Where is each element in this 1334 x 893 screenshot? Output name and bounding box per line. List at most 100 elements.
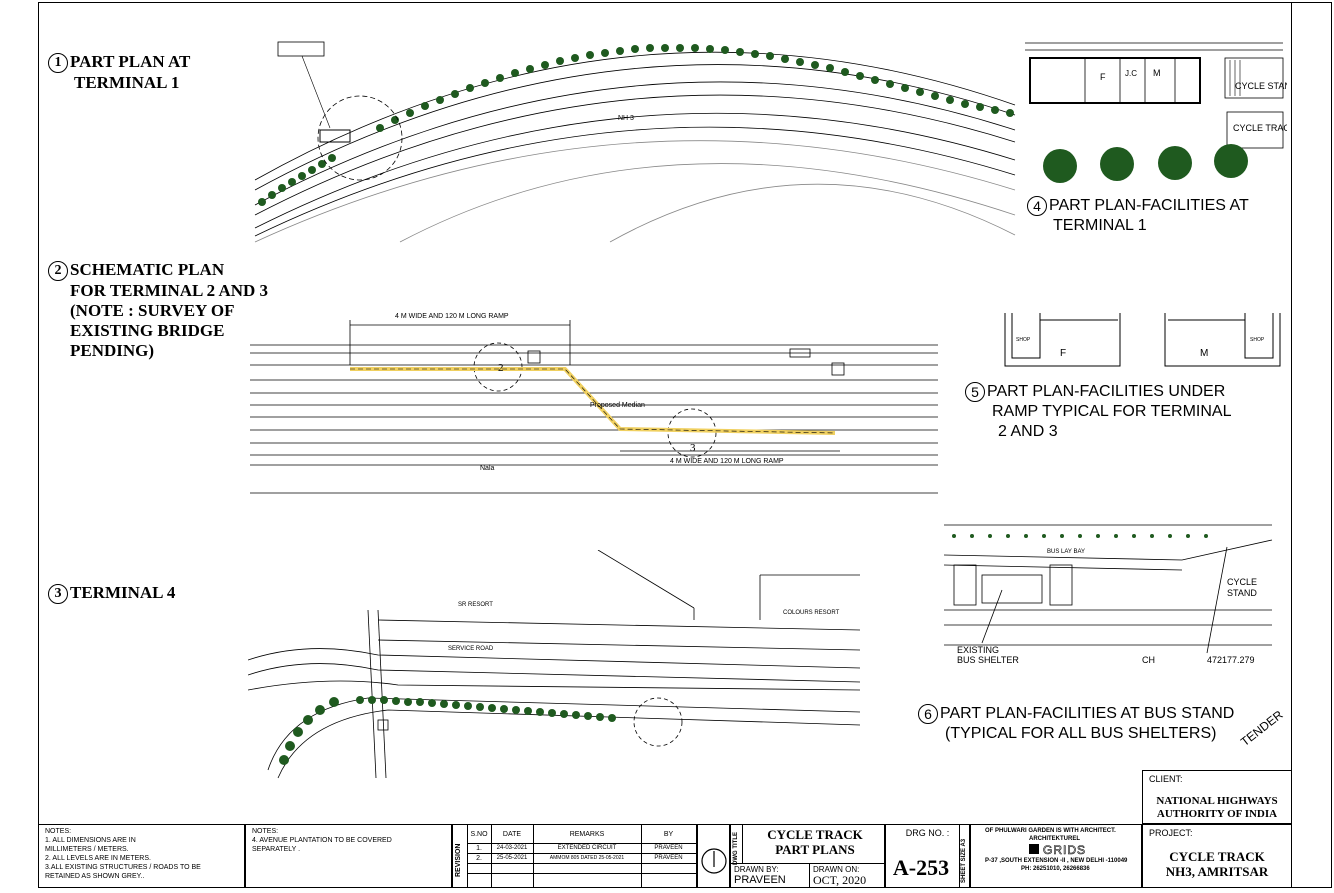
rev-row-2-remarks: AMMOM 805 DATED 25-05-2021 — [549, 855, 625, 861]
existing-label: EXISTING — [957, 645, 999, 655]
rev-row-2-sno: 2. — [476, 855, 482, 862]
dwg-title-line2: PART PLANS — [775, 842, 855, 857]
note-3b: RETAINED AS SHOWN GREY.. — [45, 873, 145, 880]
notes-left-box: NOTES: 1. ALL DIMENSIONS ARE IN MILLIMET… — [38, 824, 245, 888]
note-1: 1. ALL DIMENSIONS ARE IN — [45, 837, 136, 844]
facility-jc-label: J.C — [1125, 69, 1137, 78]
cycle-track-label: CYCLE TRACK — [1233, 123, 1287, 133]
view-5-line1: PART PLAN-FACILITIES UNDER — [987, 383, 1226, 401]
client-box: CLIENT: NATIONAL HIGHWAYS AUTHORITY OF I… — [1142, 770, 1292, 824]
view-3-number: 3 — [48, 584, 68, 605]
rev-row-1-remarks: EXTENDED CIRCUIT — [557, 845, 617, 851]
ch-label: CH — [1142, 655, 1155, 665]
notes-mid: NOTES: 4. AVENUE PLANTATION TO BE COVERE… — [252, 827, 392, 854]
project-label: PROJECT: — [1149, 828, 1193, 838]
rev-row-2-date: 25-05-2021 — [496, 855, 528, 861]
dwg-title-label: DWG TITLE — [733, 832, 739, 865]
cycle-label: CYCLE — [1227, 577, 1257, 587]
notes-mid-head: NOTES: — [252, 828, 279, 835]
proposed-median-label: Proposed Median — [590, 402, 645, 409]
note-3: 3.ALL EXISTING STRUCTURES / ROADS TO BE — [45, 864, 201, 871]
notes-left-head: NOTES: — [45, 828, 72, 835]
under-ramp-f-label: F — [1060, 348, 1066, 359]
rev-header-by: BY — [663, 831, 674, 838]
dwg-title: CYCLE TRACK PART PLANS — [745, 827, 885, 857]
rev-row-1-by: PRAVEEN — [654, 845, 683, 851]
rev-row-2-by: PRAVEEN — [654, 855, 683, 861]
client-line1: NATIONAL HIGHWAYS — [1156, 795, 1278, 807]
project-box: PROJECT: CYCLE TRACK NH3, AMRITSAR — [1142, 824, 1292, 888]
view-1-line2: TERMINAL 1 — [74, 73, 180, 93]
view-6-line2: (TYPICAL FOR ALL BUS SHELTERS) — [945, 725, 1217, 743]
view-2-number: 2 — [48, 261, 68, 282]
under-ramp-m-label: M — [1200, 348, 1208, 359]
project-line1: CYCLE TRACK — [1169, 849, 1265, 864]
drg-no: A-253 — [892, 855, 950, 880]
drawn-by: PRAVEEN — [734, 874, 786, 886]
sheet-size: SHEET SIZE A3 — [961, 838, 967, 883]
bus-stand-drawing: BUS LAY BAY EXISTING BUS SHELTER CYCLE S… — [943, 524, 1273, 665]
callout-3: 3 — [690, 442, 696, 454]
client-line2: AUTHORITY OF INDIA — [1156, 808, 1278, 820]
rev-header-date: DATE — [502, 831, 522, 838]
shop-label-right: SHOP — [1250, 337, 1265, 343]
client-label: CLIENT: — [1149, 774, 1183, 784]
view-1-number: 1 — [48, 53, 68, 74]
facility-m-label: M — [1153, 68, 1161, 78]
note-4: 4. AVENUE PLANTATION TO BE COVERED — [252, 837, 392, 844]
view-6-line1: PART PLAN-FACILITIES AT BUS STAND — [940, 705, 1235, 723]
view-4-line1: PART PLAN-FACILITIES AT — [1049, 197, 1249, 215]
view-5-number: 5 — [965, 382, 985, 402]
architect-box: OF PHULWARI GARDEN IS WITH ARCHITECT. AR… — [970, 824, 1142, 888]
drawn-on-label: DRAWN ON: — [813, 865, 860, 874]
drawn-by-label: DRAWN BY: — [734, 865, 779, 874]
stand-label: STAND — [1227, 588, 1257, 598]
firm-phone: PH: 26251010, 26266836 — [1021, 866, 1090, 872]
project-line2: NH3, AMRITSAR — [1165, 864, 1269, 879]
project-name: CYCLE TRACK NH3, AMRITSAR — [1143, 849, 1291, 879]
firm-logo-icon — [1029, 844, 1039, 854]
ch-value: 472177.279 — [1207, 655, 1255, 665]
drawing-title-box: DWG TITLE CYCLE TRACK PART PLANS DRAWN B… — [730, 824, 885, 888]
note-4b: SEPARATELY . — [252, 846, 301, 853]
drg-no-label: DRG NO. : — [905, 828, 950, 838]
architect-note: OF PHULWARI GARDEN IS WITH ARCHITECT. — [985, 828, 1116, 834]
north-arrow-icon — [701, 848, 727, 874]
facility-f-label: F — [1100, 72, 1106, 82]
dwg-title-line1: CYCLE TRACK — [767, 827, 863, 842]
schematic-plan-drawing: 2 3 4 M WIDE AND 120 M LONG RAMP 4 M WID… — [250, 313, 938, 494]
view-2-line1: SCHEMATIC PLAN — [70, 260, 225, 279]
terminal-1-plan-drawing: NH 3 — [254, 41, 1016, 243]
ramp-bottom-label: 4 M WIDE AND 120 M LONG RAMP — [670, 458, 784, 465]
bus-lay-bay-label: BUS LAY BAY — [1047, 549, 1085, 555]
view-1-line1: PART PLAN AT — [70, 52, 191, 71]
rev-header-remarks: REMARKS — [569, 831, 605, 838]
view-6-number: 6 — [918, 704, 938, 724]
drawn-on: OCT, 2020 — [813, 873, 867, 887]
view-5-line3: 2 AND 3 — [998, 423, 1058, 441]
drawing-number-box: DRG NO. : A-253 SHEET SIZE A3 — [885, 824, 970, 888]
binding-margin — [1292, 2, 1332, 888]
note-2: 2. ALL LEVELS ARE IN METERS. — [45, 855, 151, 862]
view-4-number: 4 — [1027, 196, 1047, 216]
revision-table: REVISION S.NO DATE REMARKS BY 1. 24-03-2… — [452, 824, 697, 888]
nh3-label: NH 3 — [618, 115, 634, 122]
rev-header-sno: S.NO — [470, 831, 488, 838]
terminal-4-plan-drawing: SR RESORT COLOURS RESORT SERVICE ROAD — [248, 550, 861, 779]
nala-label: Nala — [480, 465, 495, 472]
rev-row-1-sno: 1. — [476, 845, 482, 852]
rev-row-1-date: 24-03-2021 — [496, 845, 528, 851]
view-3-line1: TERMINAL 4 — [70, 583, 176, 602]
callout-2: 2 — [498, 362, 504, 374]
notes-mid-box: NOTES: 4. AVENUE PLANTATION TO BE COVERE… — [245, 824, 452, 888]
colours-resort-label: COLOURS RESORT — [783, 610, 840, 616]
client-name: NATIONAL HIGHWAYS AUTHORITY OF INDIA — [1143, 795, 1291, 821]
notes-left: NOTES: 1. ALL DIMENSIONS ARE IN MILLIMET… — [45, 827, 201, 881]
view-5-line2: RAMP TYPICAL FOR TERMINAL — [992, 403, 1232, 421]
note-1b: MILLIMETERS / METERS. — [45, 846, 129, 853]
